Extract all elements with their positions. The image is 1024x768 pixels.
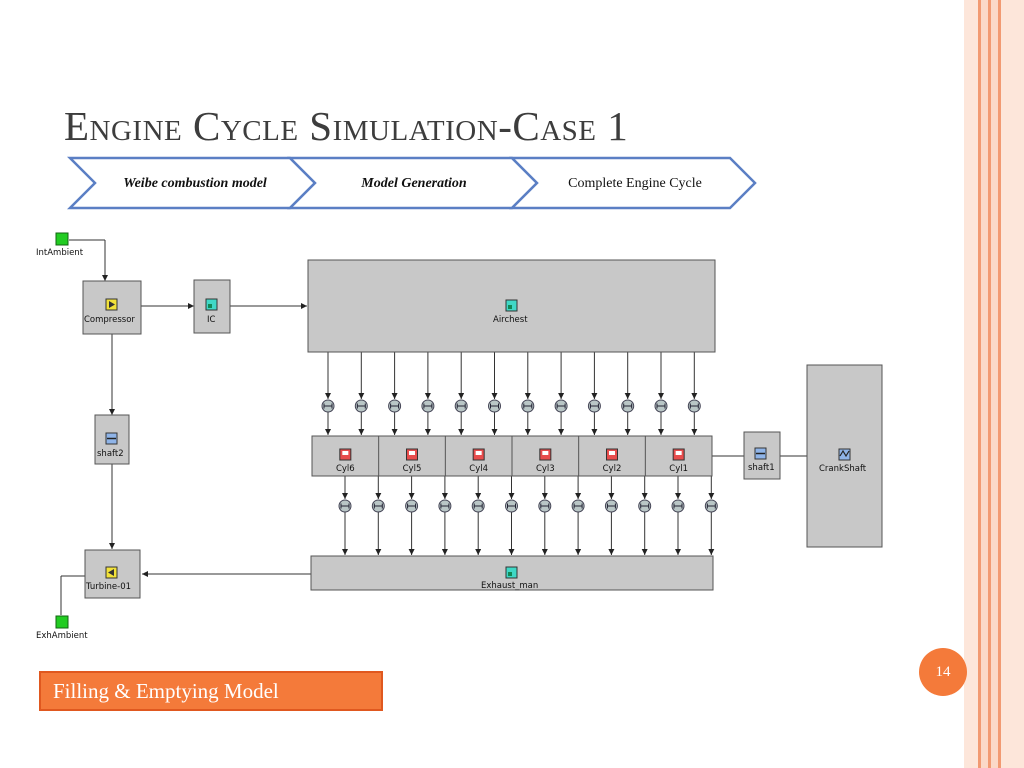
- cylinder-cyl3: Cyl3: [536, 448, 555, 474]
- valve-icon: [354, 399, 368, 413]
- valve-icon: [571, 499, 585, 513]
- exhaust-manifold-component: Exhaust_man: [310, 555, 714, 591]
- cylinder-label: Cyl4: [469, 464, 488, 474]
- shaft2-component: shaft2: [94, 414, 130, 465]
- turbine-component: Turbine-01: [84, 549, 141, 599]
- cylinder-cyl1: Cyl1: [669, 448, 688, 474]
- intake-valves: [321, 399, 701, 413]
- shaft2-label: shaft2: [97, 449, 124, 459]
- valve-icon: [687, 399, 701, 413]
- valve-icon: [587, 399, 601, 413]
- step-label-2: Model Generation: [361, 176, 467, 191]
- connection-lines: [60, 239, 807, 615]
- cylinder-cyl6: Cyl6: [336, 448, 355, 474]
- ic-label: IC: [207, 315, 216, 325]
- intake-runners: [325, 352, 698, 435]
- cylinder-cyl5: Cyl5: [403, 448, 422, 474]
- valve-icon: [505, 499, 518, 513]
- valve-icon: [704, 499, 718, 513]
- shaft1-component: shaft1: [743, 431, 781, 480]
- page-number: 14: [919, 648, 967, 696]
- valve-icon: [438, 499, 452, 513]
- ic-component: IC: [193, 279, 231, 334]
- cylinder-label: Cyl1: [669, 464, 688, 474]
- ambient-icon: [55, 232, 69, 246]
- valve-icon: [604, 499, 618, 513]
- exhaust-man-label: Exhaust_man: [481, 581, 538, 591]
- valve-icon: [654, 399, 668, 413]
- valve-icon: [488, 399, 501, 413]
- cylinder-label: Cyl2: [603, 464, 622, 474]
- exh-ambient-label: ExhAmbient: [36, 631, 88, 641]
- compressor-label: Compressor: [84, 315, 135, 325]
- turbine-label: Turbine-01: [85, 582, 131, 592]
- airchest-component: Airchest: [307, 259, 716, 353]
- valve-icon: [638, 499, 652, 513]
- exh-ambient-component: ExhAmbient: [36, 615, 88, 641]
- compressor-component: Compressor: [82, 280, 142, 335]
- crankshaft-label: CrankShaft: [819, 464, 867, 474]
- cylinder-label: Cyl5: [403, 464, 422, 474]
- valve-icon: [421, 399, 435, 413]
- cylinder-cyl2: Cyl2: [603, 448, 622, 474]
- valve-icon: [471, 499, 485, 513]
- valve-icon: [321, 399, 335, 413]
- ambient-icon: [55, 615, 69, 629]
- valve-icon: [388, 399, 402, 413]
- valve-icon: [554, 399, 568, 413]
- step-label-1: Weibe combustion model: [123, 176, 267, 191]
- step-chevron-3: [508, 156, 757, 210]
- slide-title: Engine Cycle Simulation-Case 1: [64, 103, 629, 149]
- model-type-label: Filling & Emptying Model: [39, 671, 383, 711]
- cylinder-label: Cyl3: [536, 464, 555, 474]
- airchest-label: Airchest: [493, 315, 528, 325]
- decorative-stripes: [964, 0, 1024, 768]
- valve-icon: [405, 499, 419, 513]
- shaft1-label: shaft1: [748, 463, 775, 473]
- valve-icon: [338, 499, 352, 513]
- valve-icon: [371, 499, 385, 513]
- cylinder-label: Cyl6: [336, 464, 355, 474]
- valve-icon: [454, 399, 468, 413]
- int-ambient-component: IntAmbient: [36, 232, 84, 258]
- valve-icon: [671, 499, 685, 513]
- int-ambient-label: IntAmbient: [36, 248, 84, 258]
- step-label-3: Complete Engine Cycle: [568, 176, 702, 191]
- valve-icon: [621, 399, 635, 413]
- exhaust-runners: [342, 476, 715, 555]
- valve-icon: [521, 399, 535, 413]
- cylinder-cyl4: Cyl4: [469, 448, 488, 474]
- valve-icon: [538, 499, 552, 513]
- crankshaft-component: CrankShaft: [806, 364, 883, 548]
- process-steps: [66, 156, 757, 210]
- exhaust-valves: [338, 499, 718, 513]
- cylinder-bank: Cyl6 Cyl5 Cyl4 Cyl3 Cyl2 Cyl1: [311, 435, 713, 477]
